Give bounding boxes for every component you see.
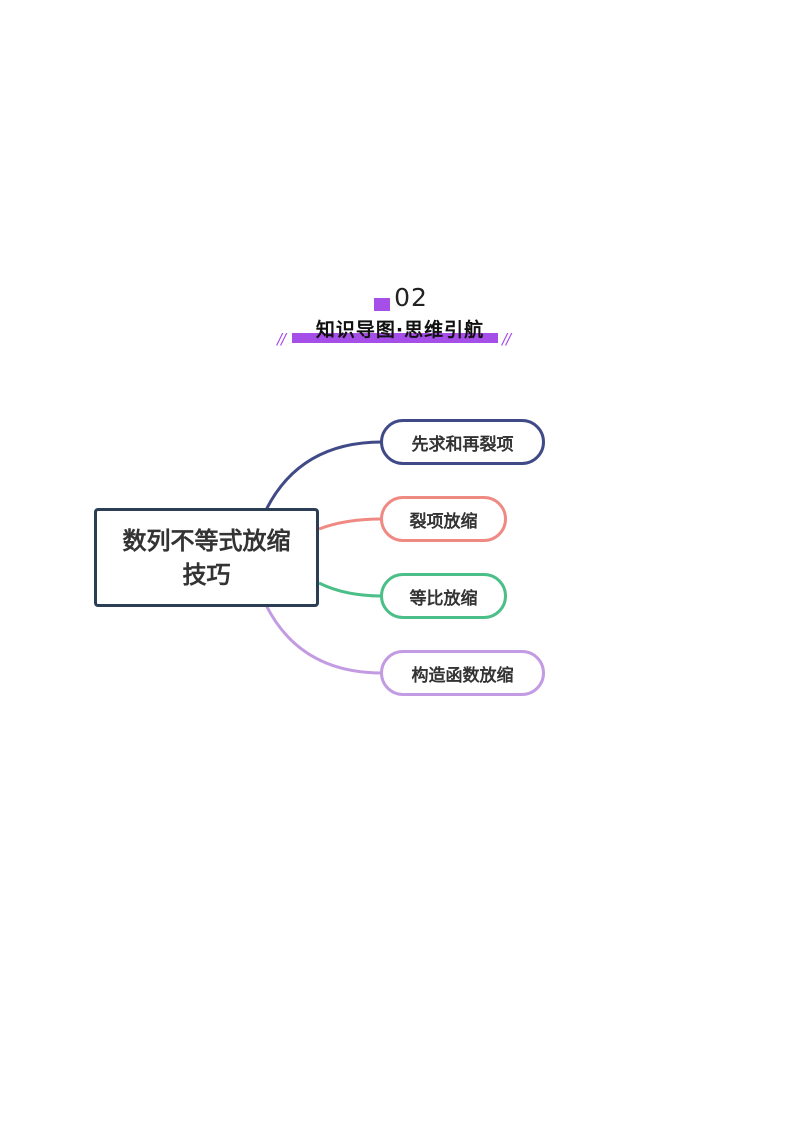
root-node-label: 数列不等式放缩技巧	[122, 526, 291, 589]
branch-node-1[interactable]: 先求和再裂项	[380, 419, 545, 465]
branch-node-label: 等比放缩	[409, 588, 478, 609]
branch-node-label: 先求和再裂项	[411, 434, 514, 455]
slash-decoration-left: //	[277, 330, 286, 348]
branch-node-4[interactable]: 构造函数放缩	[380, 650, 545, 696]
branch-node-2[interactable]: 裂项放缩	[380, 496, 507, 542]
branch-node-label: 构造函数放缩	[411, 665, 514, 686]
slash-decoration-right: //	[502, 330, 511, 348]
branch-node-3[interactable]: 等比放缩	[380, 573, 507, 619]
section-number: 02	[394, 283, 428, 312]
connector-branch-4	[264, 604, 383, 675]
connector-branch-2	[318, 517, 383, 531]
connector-branch-3	[318, 581, 383, 598]
connector-branch-1	[264, 440, 383, 511]
number-accent-block	[374, 298, 390, 311]
root-node[interactable]: 数列不等式放缩技巧	[94, 508, 319, 607]
branch-node-label: 裂项放缩	[409, 511, 478, 532]
section-header: 02 // 知识导图·思维引航 //	[0, 0, 800, 360]
title-highlight-bar	[292, 333, 498, 343]
section-title: 知识导图·思维引航	[315, 319, 485, 341]
